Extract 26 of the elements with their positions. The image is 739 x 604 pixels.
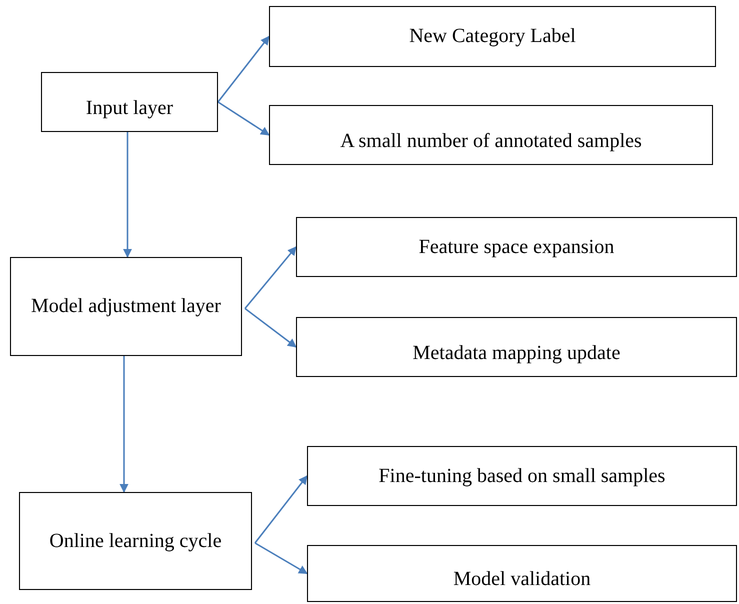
box-label: Model adjustment layer xyxy=(31,294,221,319)
process-box xyxy=(10,257,242,356)
arrow xyxy=(254,475,308,544)
arrow xyxy=(254,542,308,574)
box-label: A small number of annotated samples xyxy=(340,128,642,154)
arrow xyxy=(123,132,132,258)
process-box xyxy=(296,317,737,377)
box-label: Metadata mapping update xyxy=(412,340,620,366)
box-label: Model validation xyxy=(453,567,591,592)
arrow xyxy=(217,36,270,102)
process-box xyxy=(307,446,737,506)
box-label: Fine-tuning based on small samples xyxy=(378,464,666,488)
process-box xyxy=(41,72,218,132)
process-box xyxy=(269,105,713,165)
box-label: Feature space expansion xyxy=(418,234,614,260)
box-label: Input layer xyxy=(86,96,174,120)
process-box xyxy=(296,217,737,277)
arrow xyxy=(244,308,297,348)
box-label: New Category Label xyxy=(409,24,576,49)
process-box xyxy=(307,545,737,602)
process-box xyxy=(269,6,716,67)
process-box xyxy=(19,492,252,590)
box-label: Online learning cycle xyxy=(49,528,222,554)
arrow xyxy=(218,101,270,136)
arrow xyxy=(244,246,297,309)
arrow xyxy=(120,356,128,493)
